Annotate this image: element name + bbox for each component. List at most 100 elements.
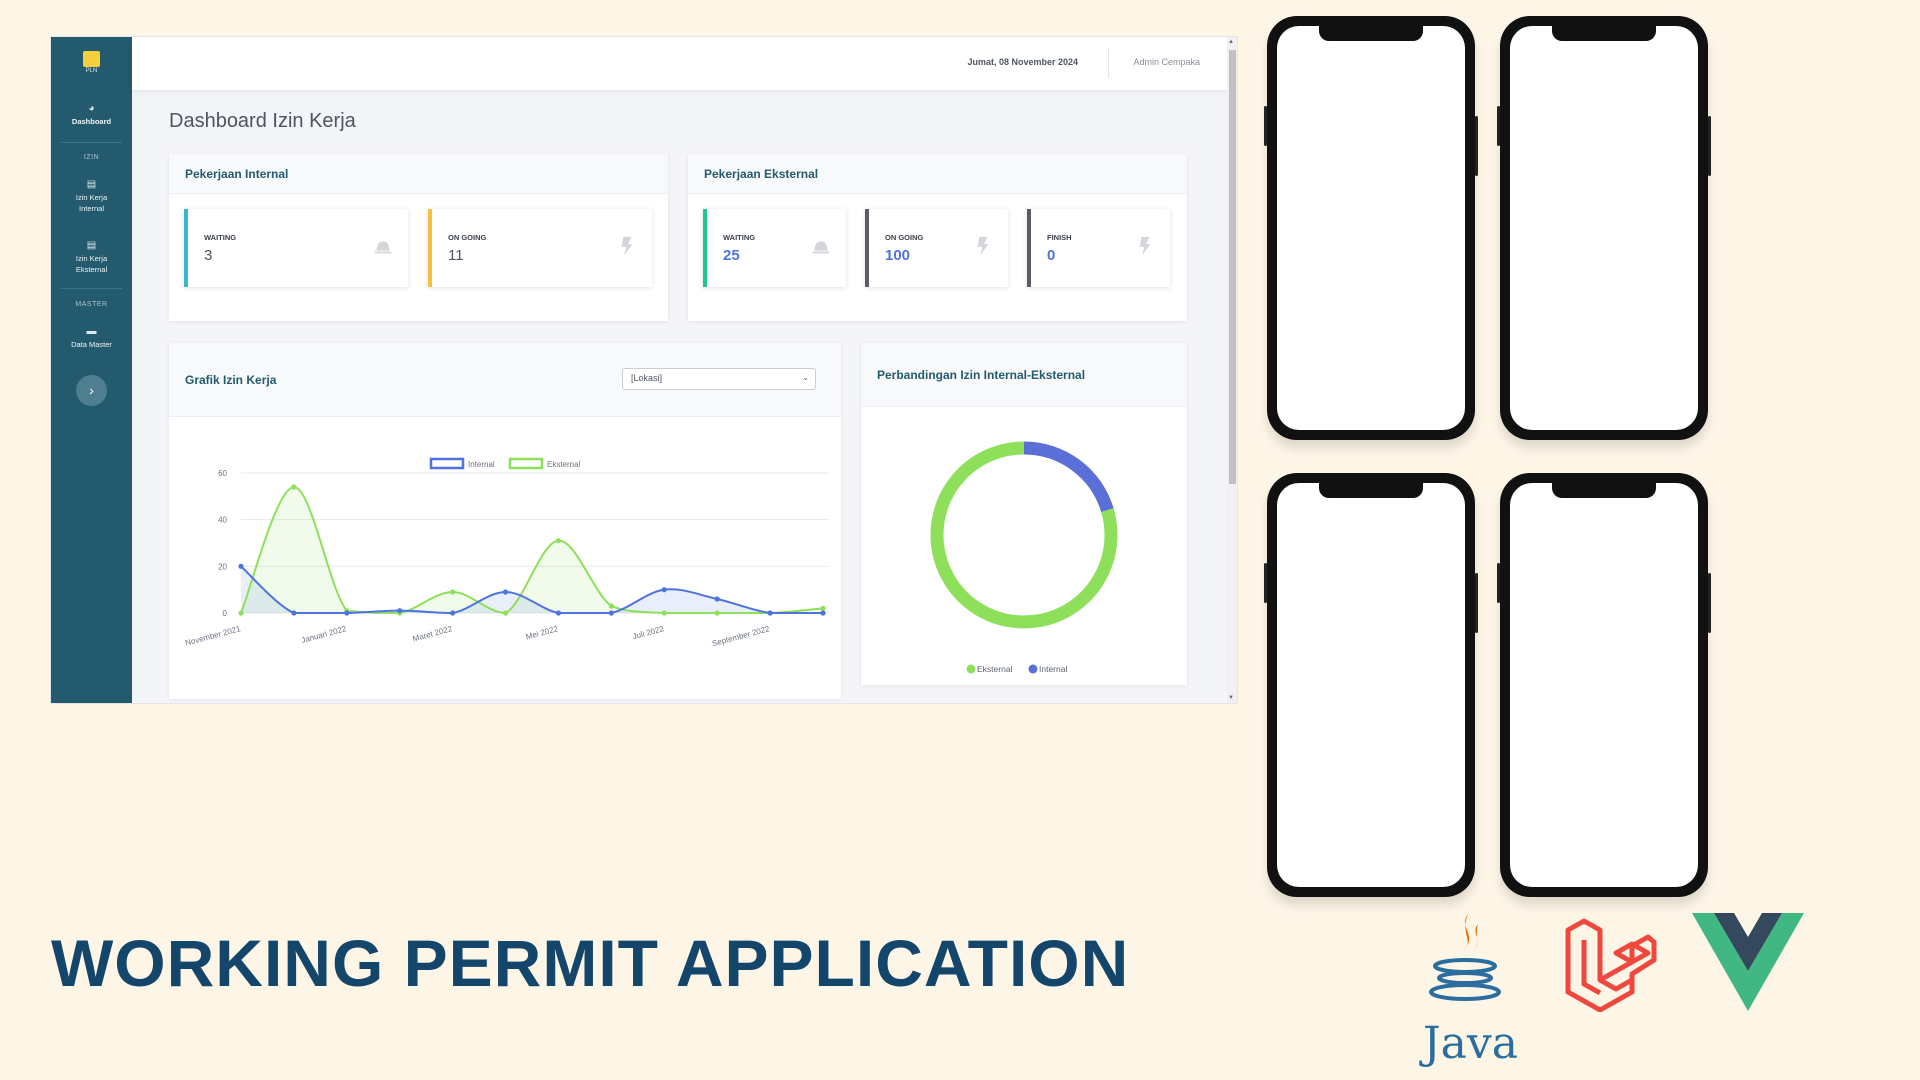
file-icon: ▤	[86, 179, 97, 190]
legend-swatch-eksternal	[966, 664, 976, 674]
legend-swatch-eksternal	[508, 457, 544, 470]
stat-value: 100	[885, 247, 911, 264]
stat-waiting[interactable]: WAITING 25	[703, 209, 846, 287]
data-point-eksternal	[555, 538, 562, 544]
stat-on-going[interactable]: ON GOING 100	[865, 209, 1008, 287]
user-menu[interactable]: Admin Cempaka	[1133, 57, 1200, 67]
x-tick-label: November 2021	[184, 624, 242, 648]
data-point-eksternal	[450, 589, 456, 595]
x-tick-label: September 2022	[711, 624, 771, 648]
data-point-eksternal	[714, 610, 720, 616]
sidebar-item-izin-eksternal[interactable]: ▤ Izin Kerja Eksternal	[51, 240, 132, 275]
data-point-eksternal	[502, 610, 509, 616]
legend-swatch-internal	[1028, 664, 1038, 674]
pln-logo	[83, 51, 100, 67]
stat-label: ON GOING	[885, 233, 924, 242]
sidebar-item-label: Izin Kerja Internal	[75, 193, 108, 213]
stat-on-going[interactable]: ON GOING 11	[428, 209, 652, 287]
stat-label: FINISH	[1047, 233, 1072, 242]
data-point-eksternal	[661, 610, 667, 616]
scrollbar-thumb[interactable]	[1229, 50, 1236, 484]
stat-value: 11	[448, 247, 464, 264]
speedometer-icon: ◕	[88, 103, 95, 114]
x-tick-label: Maret 2022	[412, 624, 454, 643]
scroll-down-icon[interactable]: ▼	[1228, 695, 1234, 701]
stat-value: 25	[723, 247, 740, 264]
donut-slice-internal	[1023, 441, 1114, 513]
logo-text: PLN	[85, 68, 98, 74]
donut-chart-card: Perbandingan Izin Internal-Eksternal Eks…	[861, 343, 1187, 685]
stat-label: WAITING	[723, 233, 756, 242]
sidebar-item-data-master[interactable]: ▬ Data Master	[51, 326, 132, 350]
legend-label: Internal	[1039, 664, 1067, 674]
internal-jobs-card: Pekerjaan Internal WAITING 3 ON GOING 11	[169, 154, 668, 321]
stat-finish[interactable]: FINISH 0	[1027, 209, 1170, 287]
java-wordmark: Java	[1423, 1018, 1518, 1069]
sidebar-item-izin-internal[interactable]: ▤ Izin Kerja Internal	[51, 179, 132, 214]
file-export-icon: ▤	[86, 240, 97, 251]
phone-notch	[1552, 25, 1656, 41]
data-point-internal	[820, 610, 826, 616]
topbar-date: Jumat, 08 November 2024	[967, 57, 1078, 67]
page-title: Dashboard Izin Kerja	[169, 110, 356, 132]
stat-label: ON GOING	[448, 233, 487, 242]
data-point-internal	[397, 608, 403, 614]
bolt-icon	[621, 236, 633, 256]
sidebar-section-master: MASTER	[75, 301, 108, 308]
data-point-internal	[767, 610, 773, 616]
stat-value: 3	[204, 247, 213, 264]
y-tick-label: 20	[218, 562, 227, 571]
sidebar-divider	[61, 142, 122, 143]
data-point-internal	[502, 589, 509, 595]
stat-waiting[interactable]: WAITING 3	[184, 209, 408, 287]
headline: WORKING PERMIT APPLICATION	[51, 926, 1130, 1000]
scroll-up-icon[interactable]: ▲	[1228, 39, 1234, 45]
data-point-internal	[555, 610, 562, 616]
legend-swatch-internal	[429, 457, 465, 470]
phone-mockup	[1497, 473, 1711, 897]
data-point-internal	[661, 587, 667, 593]
data-point-internal	[450, 610, 456, 616]
phone-screen	[1277, 26, 1465, 430]
y-tick-label: 0	[223, 609, 228, 618]
laravel-icon	[1565, 918, 1657, 1012]
select-value: [Lokasi]	[631, 373, 663, 383]
phone-screen	[1277, 483, 1465, 887]
y-tick-label: 40	[218, 516, 227, 525]
x-tick-label: Mei 2022	[525, 624, 560, 641]
data-point-internal	[714, 596, 720, 602]
card-title: Pekerjaan Eksternal	[688, 154, 1187, 194]
topbar-separator	[1108, 49, 1109, 78]
sidebar-item-dashboard[interactable]: ◕ Dashboard	[51, 103, 132, 127]
chevron-right-icon: ›	[89, 382, 94, 398]
bolt-icon	[1139, 236, 1151, 256]
sidebar: PLN ◕ Dashboard IZIN ▤ Izin Kerja Intern…	[51, 37, 132, 703]
stat-label: WAITING	[204, 233, 237, 242]
series-area-eksternal	[241, 486, 823, 613]
java-cup-icon	[1429, 914, 1501, 1001]
legend-label: Internal	[468, 460, 495, 469]
data-point-eksternal	[820, 605, 826, 611]
series-area-internal	[241, 566, 823, 613]
scrollbar[interactable]: ▲ ▼	[1227, 37, 1237, 703]
phone-screen	[1510, 483, 1698, 887]
phone-mockup	[1264, 473, 1478, 897]
dashboard-screenshot: PLN ◕ Dashboard IZIN ▤ Izin Kerja Intern…	[51, 37, 1237, 703]
phone-notch	[1552, 482, 1656, 498]
phone-mockup	[1497, 16, 1711, 440]
location-select[interactable]: [Lokasi] ⌄	[622, 368, 816, 390]
series-line-internal	[240, 565, 823, 615]
x-tick-label: Juli 2022	[632, 624, 666, 641]
bolt-icon	[977, 236, 989, 256]
y-tick-label: 60	[218, 469, 227, 478]
topbar: Jumat, 08 November 2024 Admin Cempaka	[132, 37, 1228, 90]
legend-label: Eksternal	[547, 460, 581, 469]
sidebar-toggle-button[interactable]: ›	[76, 375, 107, 406]
data-point-internal	[291, 610, 297, 616]
sidebar-divider	[61, 288, 122, 289]
sidebar-item-label: Data Master	[71, 340, 112, 349]
sidebar-item-label: Izin Kerja Eksternal	[75, 254, 108, 274]
data-point-internal	[608, 610, 614, 616]
sidebar-item-label: Dashboard	[71, 117, 112, 126]
